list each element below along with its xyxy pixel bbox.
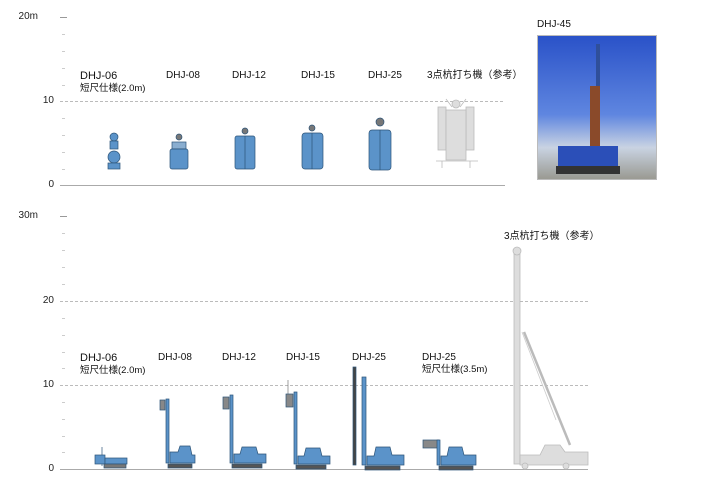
bottom-tick-0: 0 [48, 463, 54, 474]
machine-bottom-dhj-08 [159, 398, 196, 469]
machine-bottom-3point-reference [512, 246, 589, 470]
top-label-3point: 3点杭打ち機（参考） [427, 70, 523, 81]
dhj-45-photo [537, 35, 657, 180]
machine-bottom-dhj-15 [285, 380, 331, 470]
top-tick-10: 10 [42, 95, 54, 106]
bottom-label-dhj-08: DHJ-08 [158, 352, 192, 363]
top-axis [60, 17, 505, 186]
machine-top-dhj-08 [169, 133, 189, 170]
top-label-dhj-08: DHJ-08 [166, 70, 200, 81]
photo-label: DHJ-45 [537, 19, 571, 30]
bottom-tick-20: 20 [42, 295, 54, 306]
top-label-dhj-15: DHJ-15 [301, 70, 335, 81]
machine-bottom-dhj-25-short [422, 439, 477, 471]
machine-top-dhj-12 [234, 127, 256, 170]
machine-bottom-dhj-25 [352, 366, 405, 471]
top-label-dhj-25: DHJ-25 [368, 70, 402, 81]
top-tick-0: 0 [48, 179, 54, 190]
bottom-tick-30: 30m [18, 210, 38, 221]
bottom-tick-10: 10 [42, 379, 54, 390]
bottom-label-dhj-15: DHJ-15 [286, 352, 320, 363]
machine-top-3point-reference [436, 98, 478, 168]
machine-top-dhj-25 [368, 117, 392, 171]
bottom-axis [60, 216, 588, 470]
machine-top-dhj-06 [107, 132, 121, 170]
machine-bottom-dhj-06 [94, 447, 128, 469]
machine-bottom-dhj-12 [222, 394, 267, 469]
bottom-label-dhj-12: DHJ-12 [222, 352, 256, 363]
bottom-label-dhj-25: DHJ-25 [352, 352, 386, 363]
top-label-dhj-12: DHJ-12 [232, 70, 266, 81]
machine-top-dhj-15 [301, 124, 324, 170]
bottom-label-3point: 3点杭打ち機（参考） [504, 231, 600, 242]
top-tick-20: 20m [18, 11, 38, 22]
